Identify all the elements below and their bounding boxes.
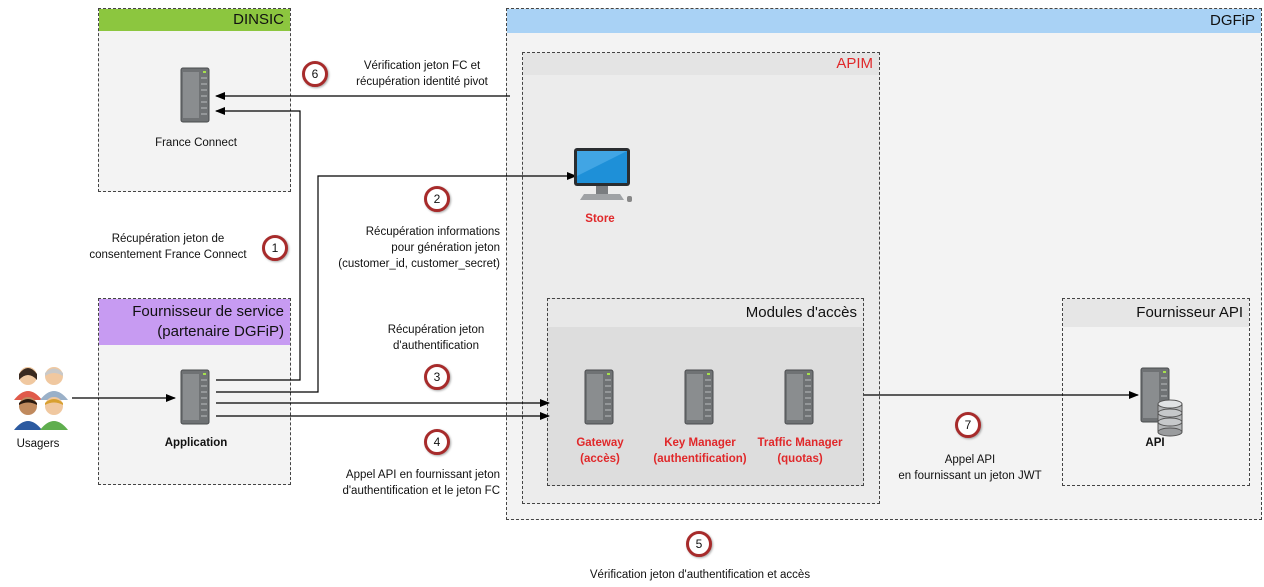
step-2-text-line3: (customer_id, customer_secret) [338,258,500,270]
region-dinsic: DINSIC [98,8,291,192]
gateway-label: Gateway (accès) [560,435,640,467]
gateway-label-line1: Gateway [576,437,624,449]
step-badge-2: 2 [424,186,450,212]
step-2-text: Récupération informations pour génératio… [300,224,500,272]
step-4-text-line2: d'authentification et le jeton FC [342,485,500,497]
step-1-text-line2: consentement France Connect [89,249,247,261]
step-4-text: Appel API en fournissant jeton d'authent… [300,467,500,499]
step-badge-1: 1 [262,235,288,261]
step-6-text-line2: récupération identité pivot [356,76,488,88]
store-computer-icon [574,148,632,202]
region-fournisseur-api-title: Fournisseur API [1136,304,1243,321]
step-6-text: Vérification jeton FC et récupération id… [332,58,512,90]
region-modules-header: Modules d'accès [548,299,863,327]
gateway-label-line2: (accès) [580,453,620,465]
step-5-text: Vérification jeton d'authentification et… [589,569,811,581]
step-badge-3: 3 [424,364,450,390]
region-apim-title: APIM [836,55,873,72]
region-apim-header: APIM [523,53,879,75]
key-manager-server-icon [684,369,714,425]
arrow-app-to-store [216,172,577,393]
region-dinsic-title: DINSIC [233,11,284,28]
step-1-text: Récupération jeton de consentement Franc… [88,231,248,263]
application-server-icon [180,369,210,425]
traffic-manager-server-icon [784,369,814,425]
region-dgfip-header: DGFiP [507,9,1261,33]
traffic-manager-label-line2: (quotas) [777,453,823,465]
step-badge-7: 7 [955,412,981,438]
store-label: Store [585,213,615,225]
step-7-text-line2: en fournissant un jeton JWT [898,470,1042,482]
api-label: API [1145,437,1165,449]
region-dgfip-title: DGFiP [1210,12,1255,29]
region-fournisseur-service-title-1: Fournisseur de service [132,303,284,320]
step-badge-4: 4 [424,429,450,455]
step-3-text-line2: d'authentification [393,340,479,352]
step-7-text-line1: Appel API [944,454,996,466]
region-fournisseur-service-header: Fournisseur de service (partenaire DGFiP… [99,299,290,345]
step-badge-5: 5 [686,531,712,557]
users-group-icon [14,367,68,430]
step-3-text-line1: Récupération jeton [387,324,485,336]
step-2-text-line1: Récupération informations [365,226,500,238]
gateway-server-icon [584,369,614,425]
usagers-label: Usagers [16,438,60,450]
france-connect-server-icon [180,67,210,123]
step-2-text-line2: pour génération jeton [391,242,500,254]
step-badge-6: 6 [302,61,328,87]
application-label: Application [164,437,228,449]
step-4-text-line1: Appel API en fournissant jeton [345,469,500,481]
step-3-text: Récupération jeton d'authentification [366,322,506,354]
step-6-text-line1: Vérification jeton FC et [363,60,481,72]
region-dinsic-header: DINSIC [99,9,290,31]
region-fournisseur-api-header: Fournisseur API [1063,299,1249,327]
france-connect-label: France Connect [155,137,237,149]
traffic-manager-label-line1: Traffic Manager [757,437,843,449]
key-manager-label-line1: Key Manager [664,437,736,449]
region-fournisseur-service-title-2: (partenaire DGFiP) [157,323,284,340]
region-modules-title: Modules d'accès [745,304,857,321]
key-manager-label-line2: (authentification) [653,453,747,465]
traffic-manager-label: Traffic Manager (quotas) [750,435,850,467]
step-7-text: Appel API en fournissant un jeton JWT [890,452,1050,484]
api-server-database-icon [1140,367,1183,437]
key-manager-label: Key Manager (authentification) [646,435,754,467]
step-1-text-line1: Récupération jeton de [111,233,225,245]
arrow-app-to-france-connect [215,107,301,381]
